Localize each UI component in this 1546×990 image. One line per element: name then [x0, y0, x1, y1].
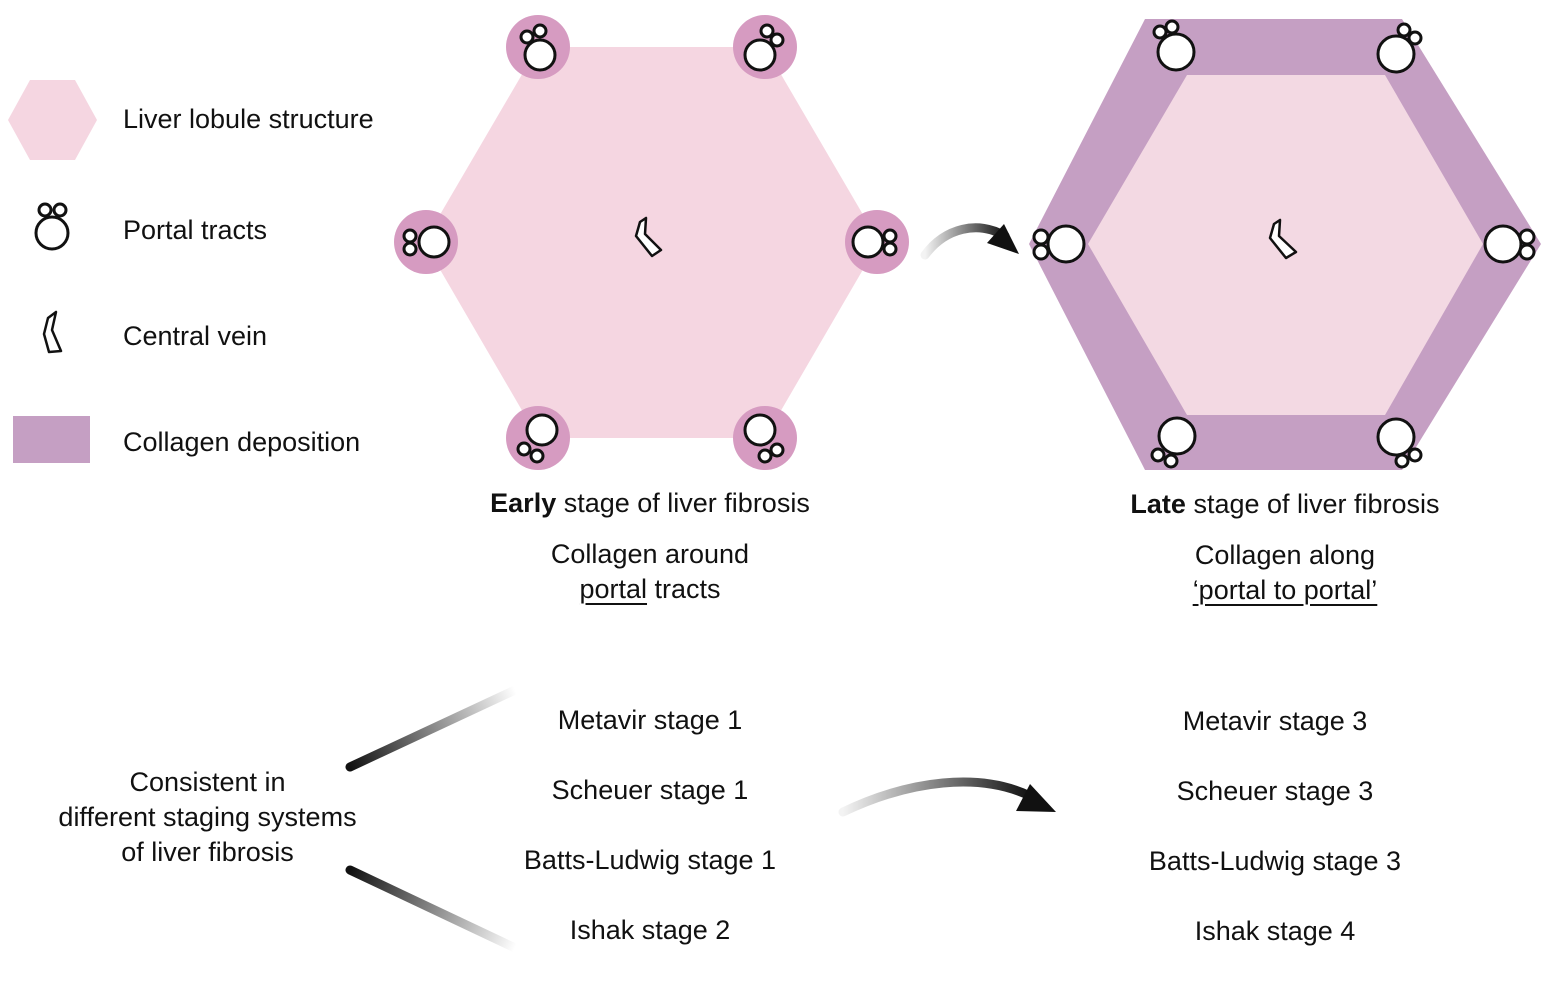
late-lobule — [1029, 19, 1541, 470]
early-staging-scheuer: Scheuer stage 1 — [551, 775, 749, 805]
legend-label-lobule: Liver lobule structure — [123, 104, 374, 134]
collagen-swatch-icon — [13, 416, 90, 463]
early-staging-batts-ludwig: Batts-Ludwig stage 1 — [523, 845, 777, 875]
central-vein — [634, 216, 663, 258]
legend-label-collagen: Collagen deposition — [123, 427, 361, 457]
late-stage-desc-line2: ‘portal to portal’ — [1192, 575, 1378, 605]
portal-tract — [851, 225, 898, 259]
central-vein — [1268, 218, 1298, 260]
progression-arrow-bottom — [838, 777, 1056, 817]
portal-tract — [516, 413, 559, 464]
late-stage-title: Late stage of liver fibrosis — [1130, 489, 1440, 519]
consistency-note-line1: Consistent in — [129, 767, 286, 797]
early-stage-title: Early stage of liver fibrosis — [490, 488, 810, 518]
portal-tract — [1150, 416, 1197, 469]
portal-tract — [1376, 22, 1423, 74]
portal-tract — [743, 23, 785, 72]
late-staging-scheuer: Scheuer stage 3 — [1176, 776, 1374, 806]
portal-tract-icon — [34, 202, 70, 251]
lobule-hexagon-icon — [8, 80, 97, 160]
portal-tract — [519, 23, 557, 72]
portal-tract — [1032, 224, 1086, 264]
late-staging-batts-ludwig: Batts-Ludwig stage 3 — [1148, 846, 1402, 876]
progression-arrow-top — [920, 223, 1019, 260]
consistency-note-line3: of liver fibrosis — [121, 837, 294, 867]
portal-tract — [1152, 19, 1196, 72]
bracket-line-lower — [345, 865, 520, 953]
legend-label-portal-tracts: Portal tracts — [123, 215, 268, 245]
portal-tract — [1376, 417, 1423, 469]
early-staging-metavir: Metavir stage 1 — [557, 705, 743, 735]
bracket-line-upper — [345, 685, 520, 772]
portal-tract — [402, 225, 451, 259]
early-lobule — [394, 15, 909, 470]
late-staging-metavir: Metavir stage 3 — [1182, 706, 1368, 736]
consistency-note-line2: different staging systems — [58, 802, 357, 832]
portal-tract — [743, 413, 785, 464]
legend-label-central-vein: Central vein — [123, 321, 268, 351]
late-staging-ishak: Ishak stage 4 — [1194, 916, 1356, 946]
central-vein-icon — [42, 310, 63, 354]
late-stage-desc-line1: Collagen along — [1194, 540, 1376, 570]
portal-tract — [1483, 224, 1536, 264]
early-staging-ishak: Ishak stage 2 — [569, 915, 731, 945]
early-stage-desc-line1: Collagen around — [550, 539, 750, 569]
early-stage-desc-line2: portal tracts — [579, 574, 721, 604]
